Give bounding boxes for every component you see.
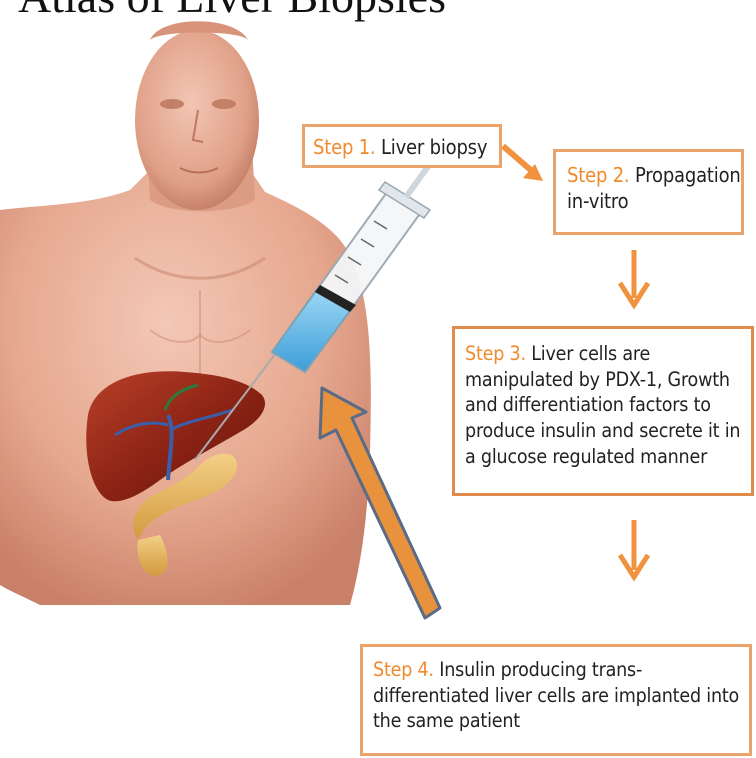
step-1-label: Step 1. xyxy=(313,135,375,159)
step-2-label: Step 2. xyxy=(567,163,629,187)
arrow-down xyxy=(620,520,648,577)
step-4-box: Step 4. Insulin producing trans-differen… xyxy=(360,644,752,756)
step-2-box: Step 2. Propagation in-vitro xyxy=(553,149,744,235)
step-1-box: Step 1. Liver biopsy xyxy=(302,124,502,168)
step-1-text: Liver biopsy xyxy=(381,135,487,159)
arrow-down xyxy=(620,250,648,305)
arrow-right xyxy=(503,146,543,181)
step-4-label: Step 4. xyxy=(373,658,434,681)
step-3-box: Step 3. Liver cells are manipulated by P… xyxy=(452,326,754,496)
step-3-label: Step 3. xyxy=(465,342,526,365)
